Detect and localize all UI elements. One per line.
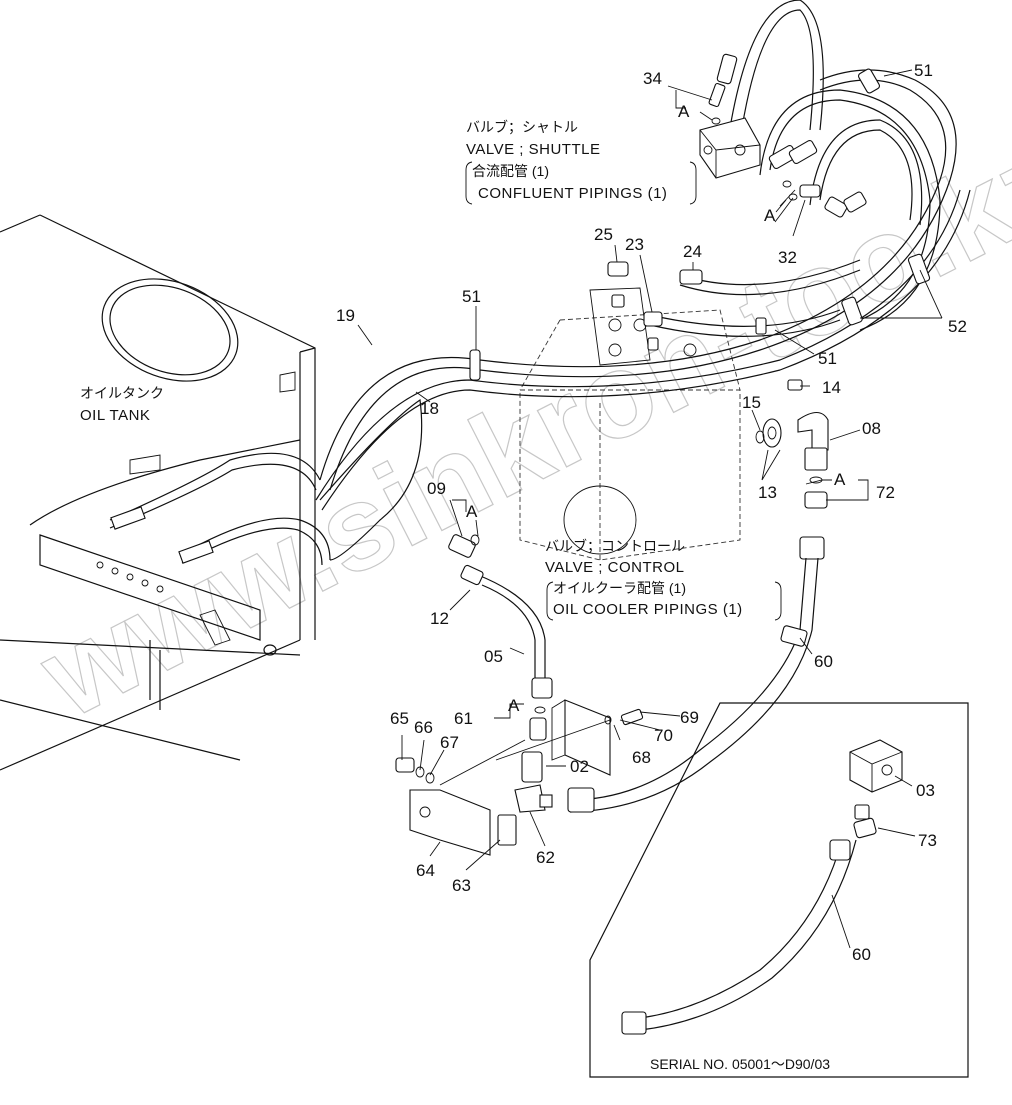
- oil-tank: [0, 214, 331, 771]
- leader-lines: [357, 69, 943, 949]
- control-valve-caption: バルブ；コントロール VALVE ; CONTROL オイルクーラ配管 (1) …: [545, 538, 782, 621]
- hose-05: [477, 574, 546, 680]
- control-caption-sub-en: OIL COOLER PIPINGS (1): [553, 601, 743, 618]
- callout-23: 23: [625, 235, 644, 254]
- callout-08: 08: [862, 419, 881, 438]
- serial-inset: SERIAL NO. 05001～D90/03: [589, 702, 969, 1078]
- callout-70: 70: [654, 726, 673, 745]
- oil-tank-label-en: OIL TANK: [80, 407, 150, 424]
- callout-51: 51: [818, 349, 837, 368]
- callout-A: A: [834, 470, 846, 489]
- callout-60: 60: [814, 652, 833, 671]
- control-caption-en: VALVE ; CONTROL: [545, 559, 684, 576]
- callout-66: 66: [414, 718, 433, 737]
- control-caption-jp: バルブ；コントロール: [545, 538, 685, 555]
- callout-05: 05: [484, 647, 503, 666]
- serial-number: SERIAL NO. 05001～D90/03: [650, 1056, 830, 1072]
- callout-60: 60: [852, 945, 871, 964]
- control-caption-sub-jp: オイルクーラ配管 (1): [553, 580, 686, 596]
- callout-69: 69: [680, 708, 699, 727]
- hose-bundle: [315, 0, 971, 561]
- callout-A: A: [764, 206, 776, 225]
- shuttle-caption-en: VALVE ; SHUTTLE: [466, 141, 600, 158]
- callouts: 34 A 51 A 32 25 23 24 52 51 51 19 18 14 …: [336, 61, 967, 964]
- lower-fittings: [395, 699, 644, 856]
- shuttle-caption-jp: バルブ；シャトル: [466, 119, 578, 136]
- callout-25: 25: [594, 225, 613, 244]
- callout-52: 52: [948, 317, 967, 336]
- callout-A: A: [508, 696, 520, 715]
- callout-12: 12: [430, 609, 449, 628]
- callout-51: 51: [462, 287, 481, 306]
- shuttle-caption-sub-en: CONFLUENT PIPINGS (1): [478, 185, 667, 202]
- callout-63: 63: [452, 876, 471, 895]
- oil-tank-label-jp: オイルタンク: [80, 385, 164, 401]
- callout-24: 24: [683, 242, 702, 261]
- callout-09: 09: [427, 479, 446, 498]
- callout-14: 14: [822, 378, 841, 397]
- callout-51: 51: [914, 61, 933, 80]
- right-fittings: [755, 379, 829, 560]
- callout-34: 34: [643, 69, 662, 88]
- valve-fittings: [607, 261, 703, 351]
- callout-68: 68: [632, 748, 651, 767]
- shuttle-valve: [699, 53, 867, 218]
- callout-32: 32: [778, 248, 797, 267]
- callout-A: A: [678, 102, 690, 121]
- callout-67: 67: [440, 733, 459, 752]
- callout-15: 15: [742, 393, 761, 412]
- control-valve: [519, 287, 741, 561]
- callout-19: 19: [336, 306, 355, 325]
- hose-60: [569, 557, 807, 801]
- callout-73: 73: [918, 831, 937, 850]
- callout-18: 18: [420, 399, 439, 418]
- callout-62: 62: [536, 848, 555, 867]
- callout-A: A: [466, 502, 478, 521]
- callout-64: 64: [416, 861, 435, 880]
- callout-13: 13: [758, 483, 777, 502]
- callout-61: 61: [454, 709, 473, 728]
- callout-03: 03: [916, 781, 935, 800]
- shuttle-caption-sub-jp: 合流配管 (1): [472, 163, 549, 179]
- callout-65: 65: [390, 709, 409, 728]
- shuttle-valve-caption: バルブ；シャトル VALVE ; SHUTTLE 合流配管 (1) CONFLU…: [465, 119, 697, 205]
- callout-02: 02: [570, 757, 589, 776]
- callout-72: 72: [876, 483, 895, 502]
